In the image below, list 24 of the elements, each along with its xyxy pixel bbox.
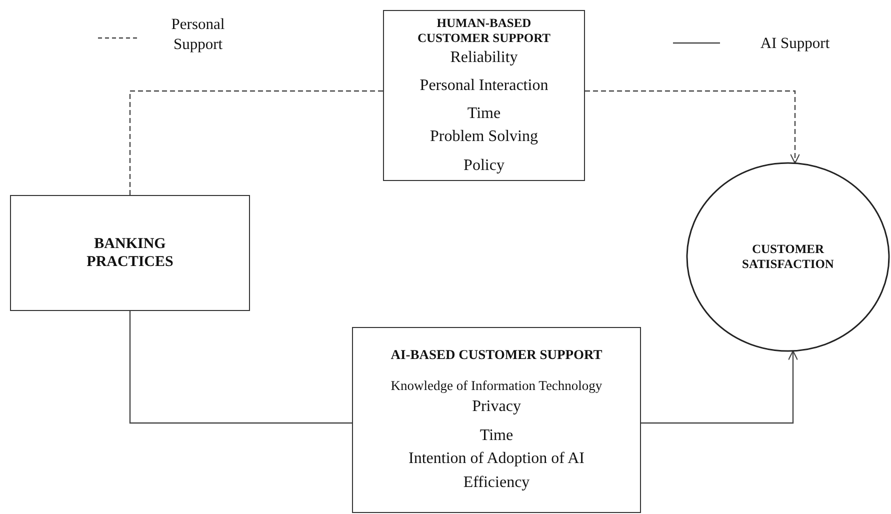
factor-text: Time [467, 104, 501, 124]
factor-text: Knowledge of Information Technology [390, 378, 602, 394]
factor-text: Policy [464, 156, 504, 176]
node-heading: BANKING PRACTICES [86, 235, 174, 271]
factor-text: Privacy [472, 396, 521, 416]
node-heading: HUMAN-BASED CUSTOMER SUPPORT [416, 16, 552, 46]
factor-text: Efficiency [463, 473, 530, 493]
factor-text: Reliability [450, 48, 518, 67]
legend-text: AI Support [759, 34, 831, 54]
concept-box [383, 10, 585, 181]
factor-text: Time [480, 426, 514, 446]
arrow [585, 90, 800, 164]
legend-text: Personal Support [170, 15, 226, 56]
node-heading: CUSTOMER SATISFACTION [741, 242, 835, 272]
factor-text: Personal Interaction [420, 76, 548, 95]
concept-box [352, 327, 641, 513]
connector-line [129, 90, 383, 195]
concept-box [10, 195, 250, 311]
arrow [641, 350, 798, 424]
ellipse-node [686, 162, 890, 352]
factor-text: Problem Solving [430, 127, 538, 146]
factor-text: Intention of Adoption of AI [408, 449, 584, 468]
connector-line [129, 311, 352, 424]
node-heading: AI-BASED CUSTOMER SUPPORT [390, 347, 602, 364]
